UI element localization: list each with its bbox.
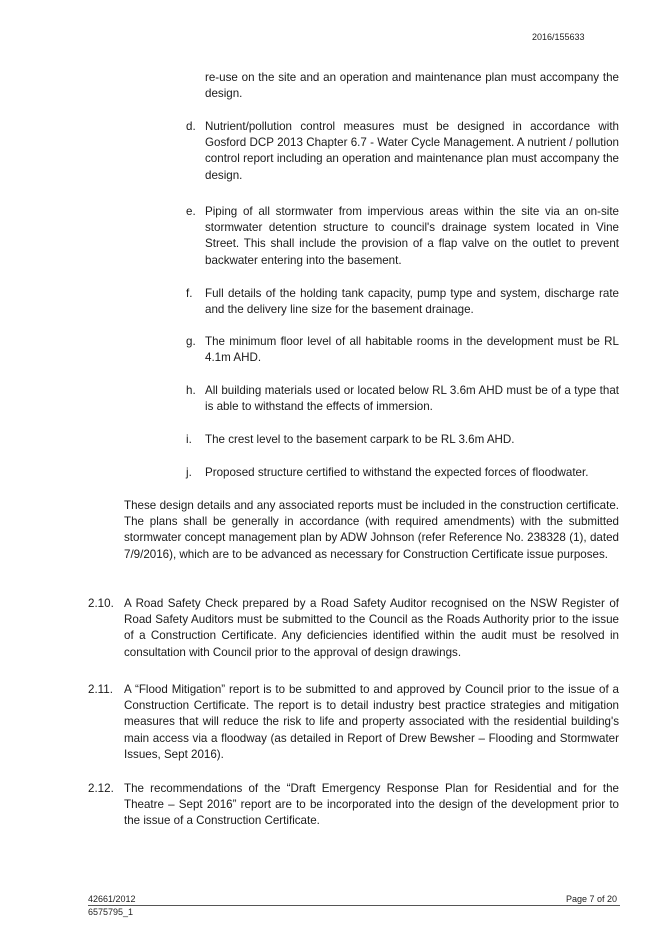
item-text-e: Piping of all stormwater from impervious… [205, 205, 619, 267]
item-text-i: The crest level to the basement carpark … [205, 433, 515, 446]
item-text-g: The minimum floor level of all habitable… [205, 335, 619, 365]
item-label-d: d. [186, 120, 196, 133]
item-label-j: j. [186, 466, 192, 479]
item-text-h: All building materials used or located b… [205, 384, 619, 414]
condition-number-2-11: 2.11. [88, 683, 113, 696]
condition-text-2-11: A “Flood Mitigation” report is to be sub… [124, 683, 619, 761]
item-text-d: Nutrient/pollution control measures must… [205, 120, 619, 182]
condition-text-2-10: A Road Safety Check prepared by a Road S… [124, 597, 619, 659]
item-label-e: e. [186, 205, 196, 218]
footer-document-id: 6575795_1 [88, 907, 134, 917]
condition-text-2-12: The recommendations of the “Draft Emerge… [124, 782, 619, 828]
item-text-f: Full details of the holding tank capacit… [205, 287, 619, 317]
footer-page-number: Page 7 of 20 [566, 894, 618, 904]
continued-paragraph: re-use on the site and an operation and … [205, 71, 619, 101]
item-label-g: g. [186, 335, 196, 348]
item-label-i: i. [186, 433, 192, 446]
condition-number-2-12: 2.12. [88, 782, 114, 795]
footer-divider [88, 905, 620, 906]
item-label-h: h. [186, 384, 196, 397]
document-reference: 2016/155633 [532, 32, 585, 42]
summary-paragraph: These design details and any associated … [124, 499, 619, 561]
footer-file-reference: 42661/2012 [88, 894, 136, 904]
item-text-j: Proposed structure certified to withstan… [205, 466, 589, 479]
item-label-f: f. [186, 287, 193, 300]
condition-number-2-10: 2.10. [88, 597, 114, 610]
